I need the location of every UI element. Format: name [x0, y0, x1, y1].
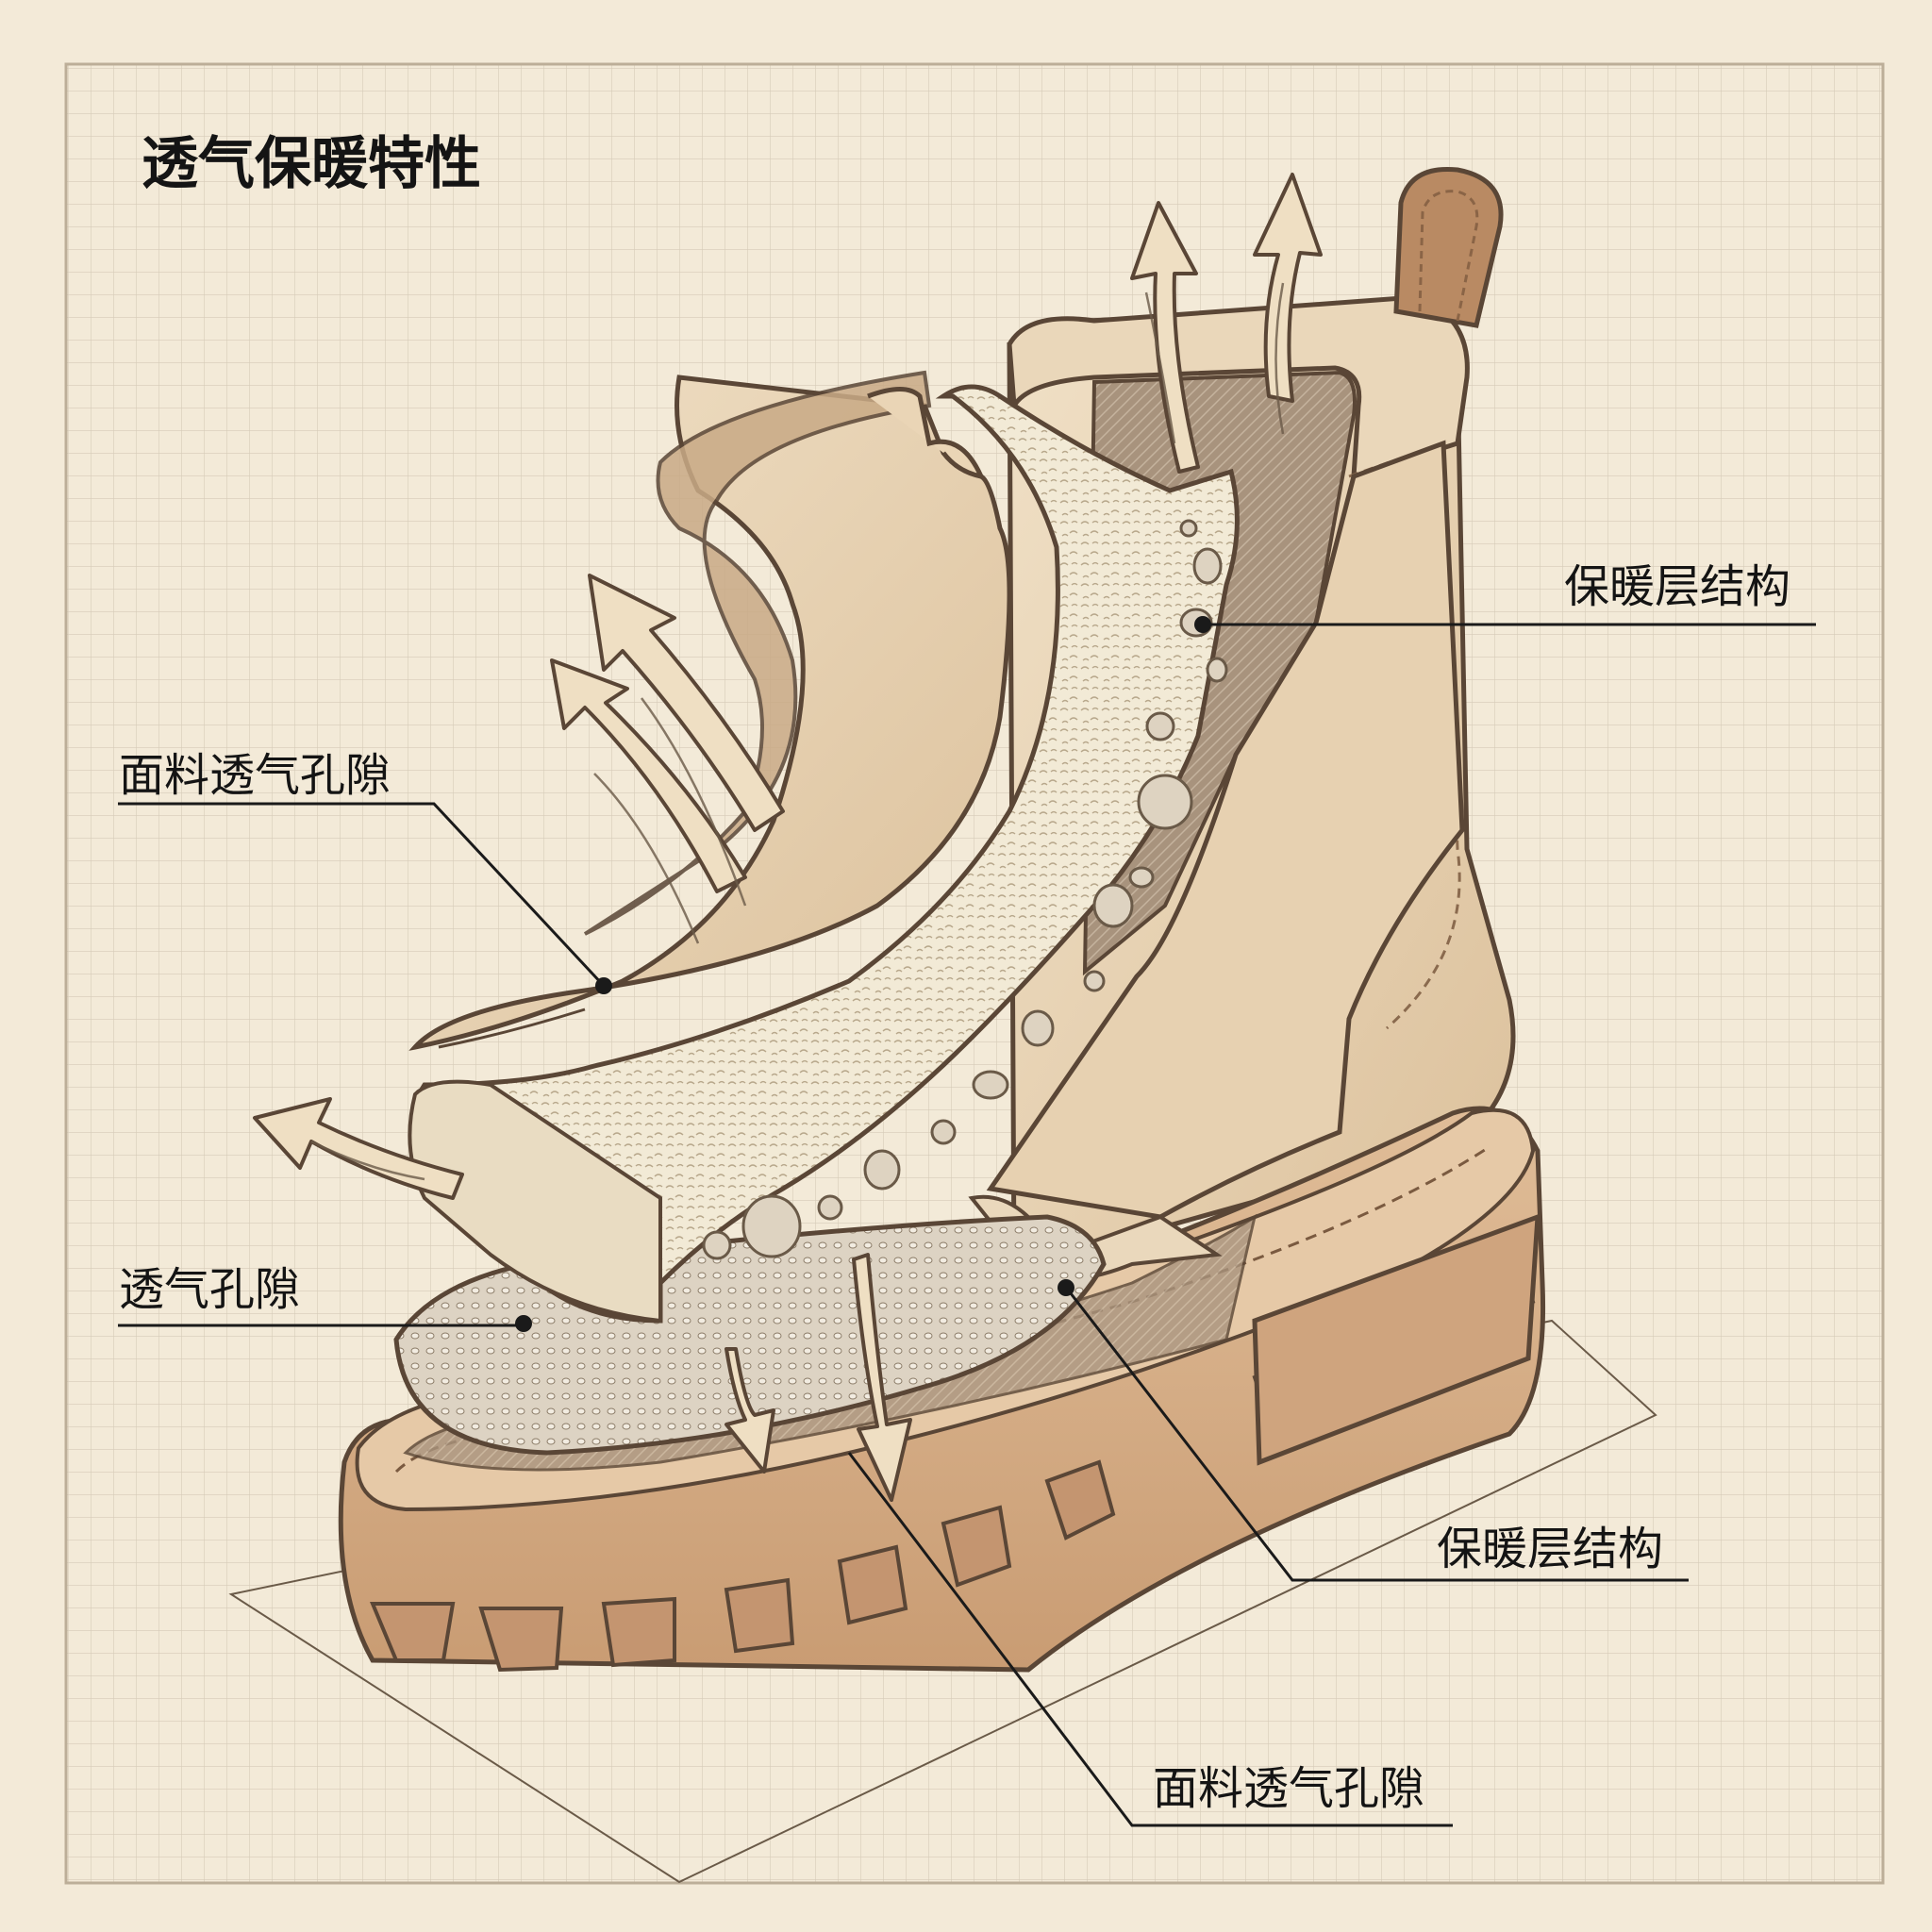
callout-insulation-lower: 保暖层结构: [1437, 1523, 1664, 1575]
callout-dots: [515, 616, 1211, 1332]
pull-tab: [1393, 166, 1504, 328]
airflow-streaks: [310, 282, 1285, 1181]
heel-block: [1252, 1213, 1541, 1466]
arrow-down-2: [852, 1253, 912, 1502]
callout-insulation-upper: 保暖层结构: [1564, 560, 1791, 613]
leader-bottom: [847, 1452, 1453, 1827]
fleece-layer: [409, 384, 1240, 1324]
callout-fabric-pores-left: 面料透气孔隙: [119, 749, 391, 802]
arrow-up-1: [1130, 201, 1200, 474]
leader-lower-right: [1062, 1284, 1689, 1582]
boot-vamp: [986, 440, 1465, 1220]
arrow-diag-2: [550, 658, 747, 893]
fleece-bubbles: [702, 519, 1228, 1260]
leader-left-upper: [118, 802, 606, 988]
airflow-arrows: [253, 173, 1323, 1502]
callout-leaders: [118, 623, 1816, 1827]
arrow-left: [253, 1097, 464, 1200]
boot-collar: [1007, 294, 1470, 480]
arrow-up-2: [1253, 173, 1323, 403]
fabric-layer: [408, 375, 1012, 1051]
arrow-down-1: [724, 1347, 775, 1474]
callout-air-pores: 透气孔隙: [119, 1263, 301, 1316]
arrow-diag-1: [588, 574, 785, 832]
callout-fabric-pores-bottom: 面料透气孔隙: [1153, 1762, 1425, 1815]
diagram-title: 透气保暖特性: [142, 131, 481, 197]
fabric-curl: [867, 387, 986, 480]
fleece-front-edge: [408, 1079, 662, 1324]
